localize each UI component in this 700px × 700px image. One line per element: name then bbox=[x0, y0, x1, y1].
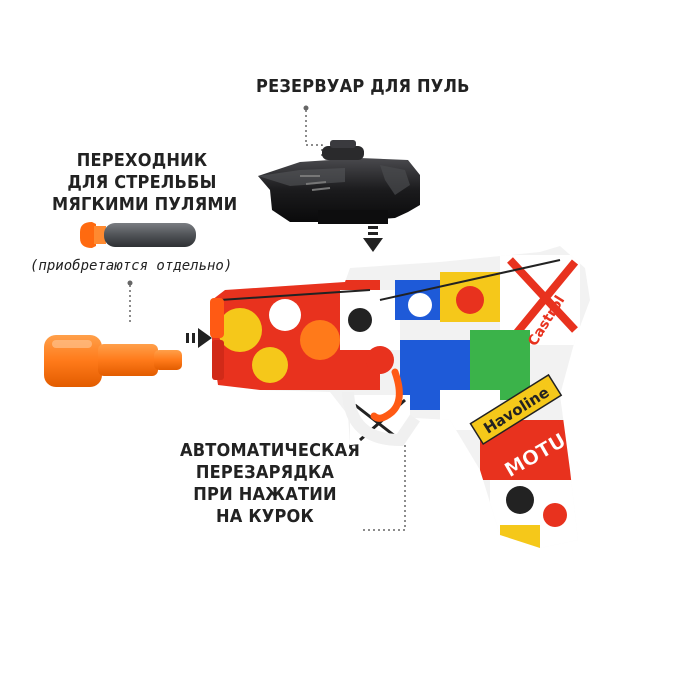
adapter-label: ПЕРЕХОДНИК ДЛЯ СТРЕЛЬБЫ МЯГКИМИ ПУЛЯМИ bbox=[52, 150, 238, 216]
toy-pistol: Havoline Castrol MOTU bbox=[210, 246, 590, 548]
adapter-label-line-1: ПЕРЕХОДНИК bbox=[76, 150, 208, 171]
auto-reload-line-3: ПРИ НАЖАТИИ bbox=[193, 484, 337, 505]
foam-dart bbox=[80, 222, 196, 248]
soft-bullet-adapter bbox=[44, 335, 182, 387]
reservoir-label: РЕЗЕРВУАР ДЛЯ ПУЛЬ bbox=[256, 76, 470, 97]
right-arrow-icon bbox=[186, 328, 212, 348]
adapter-label-line-3: МЯГКИМИ ПУЛЯМИ bbox=[52, 194, 238, 215]
down-arrow-icon bbox=[363, 226, 383, 252]
auto-reload-line-4: НА КУРОК bbox=[216, 506, 314, 527]
auto-reload-line-2: ПЕРЕЗАРЯДКА bbox=[195, 462, 335, 483]
auto-reload-label: АВТОМАТИЧЕСКАЯ ПЕРЕЗАРЯДКА ПРИ НАЖАТИИ Н… bbox=[180, 440, 361, 528]
adapter-label-line-2: ДЛЯ СТРЕЛЬБЫ bbox=[67, 172, 217, 193]
bullet-reservoir bbox=[258, 140, 420, 224]
leader-reservoir bbox=[303, 105, 323, 158]
leader-adapter bbox=[127, 280, 133, 325]
auto-reload-line-1: АВТОМАТИЧЕСКАЯ bbox=[180, 440, 361, 461]
adapter-note: (приобретаются отдельно) bbox=[30, 258, 233, 274]
trigger bbox=[370, 368, 403, 422]
